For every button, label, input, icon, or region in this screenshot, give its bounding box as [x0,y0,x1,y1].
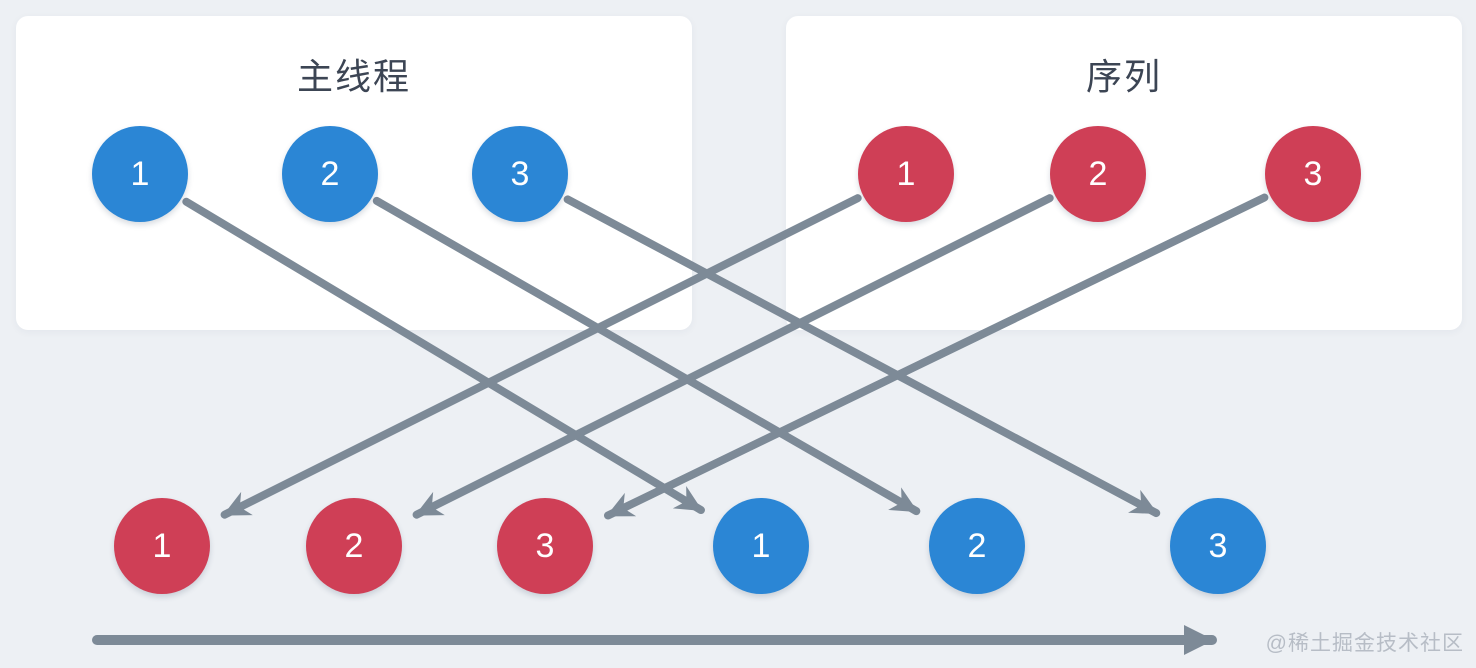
bottom-circle-red-3: 3 [497,498,593,594]
top-circle-blue-1: 1 [92,126,188,222]
sequence-title: 序列 [1085,56,1162,97]
top-circle-red-2: 2 [1050,126,1146,222]
bottom-circle-blue-1: 1 [713,498,809,594]
bottom-circle-blue-2: 2 [929,498,1025,594]
bottom-circle-blue-3: 3 [1170,498,1266,594]
main-thread-title: 主线程 [296,56,411,97]
bottom-circle-red-2: 2 [306,498,402,594]
top-circle-blue-3: 3 [472,126,568,222]
top-circle-red-1: 1 [858,126,954,222]
watermark-text: @稀土掘金技术社区 [1265,632,1464,655]
top-circle-blue-2: 2 [282,126,378,222]
bottom-circle-red-1: 1 [114,498,210,594]
top-circle-red-3: 3 [1265,126,1361,222]
